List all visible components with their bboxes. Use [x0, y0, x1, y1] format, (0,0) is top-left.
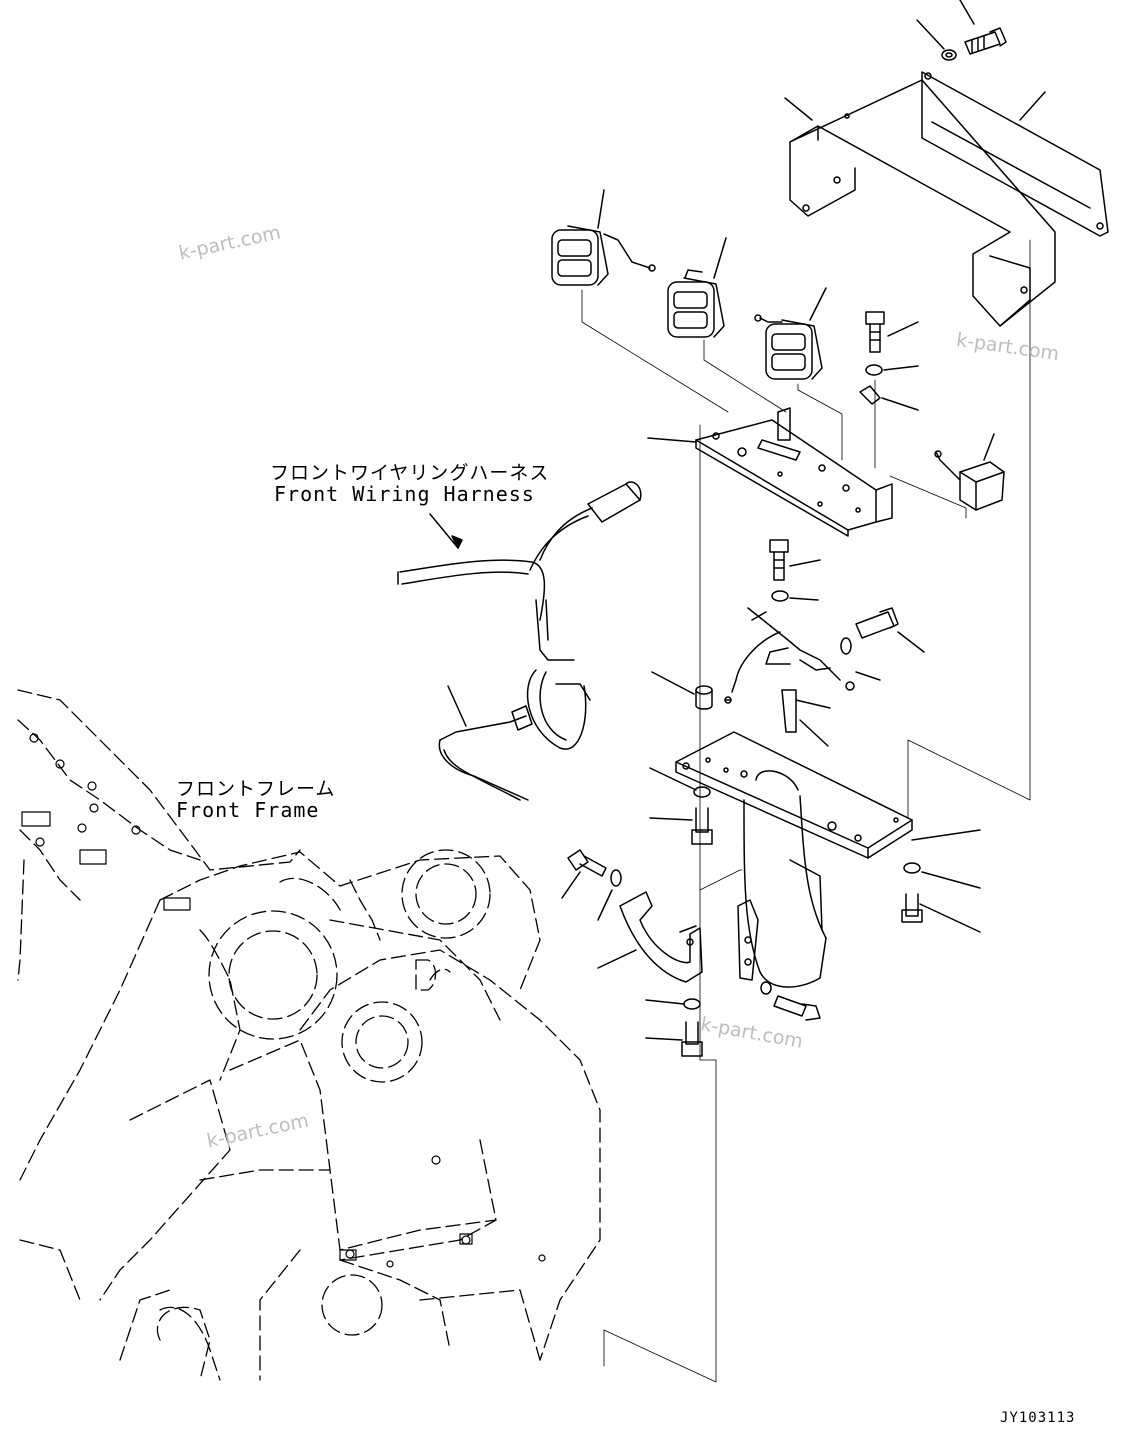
bolt-h: [773, 995, 821, 1021]
bolt-a: [865, 311, 885, 353]
frame-label-en: Front Frame: [176, 798, 320, 822]
top-bolt: [964, 27, 1007, 55]
front-frame: [17, 689, 601, 1381]
bolt-e: [691, 807, 713, 845]
bolt-g: [681, 1021, 703, 1057]
bolt-b: [769, 539, 789, 581]
top-washer: [941, 49, 957, 61]
clip-a: [859, 385, 881, 405]
washer-e: [693, 786, 711, 798]
front-wiring-harness: [397, 481, 642, 801]
work-lamp-2: [667, 269, 725, 338]
lamp-pedestal: [675, 731, 913, 988]
harness-label-en: Front Wiring Harness: [274, 482, 535, 506]
lamp-mount-bracket: [695, 407, 893, 537]
frame-label-jp: フロントフレーム: [176, 778, 336, 800]
washer-a: [865, 364, 883, 376]
bolt-c: [855, 607, 899, 639]
cover-plate: [921, 71, 1109, 237]
washer-b: [771, 590, 789, 602]
work-lamp-3: [754, 314, 823, 380]
bolt-f: [567, 849, 607, 877]
guard-bracket: [619, 891, 703, 983]
harness-arrow-line: [429, 513, 459, 549]
frame-fittings: [21, 733, 546, 1268]
lamp-sub-harness: [724, 611, 855, 733]
bolt-d: [901, 893, 923, 923]
washer-c: [840, 637, 852, 655]
washer-f: [610, 869, 622, 887]
washer-g: [683, 998, 701, 1010]
harness-label-jp: フロントワイヤリングハーネス: [270, 462, 550, 484]
work-lamp-1: [551, 225, 656, 286]
rotary-beacon: [934, 450, 1005, 511]
spacer: [695, 685, 713, 710]
washer-h: [760, 981, 772, 995]
drawing-code: JY103113: [1000, 1410, 1076, 1426]
harness-arrow-head: [451, 535, 463, 549]
washer-d: [903, 862, 921, 874]
